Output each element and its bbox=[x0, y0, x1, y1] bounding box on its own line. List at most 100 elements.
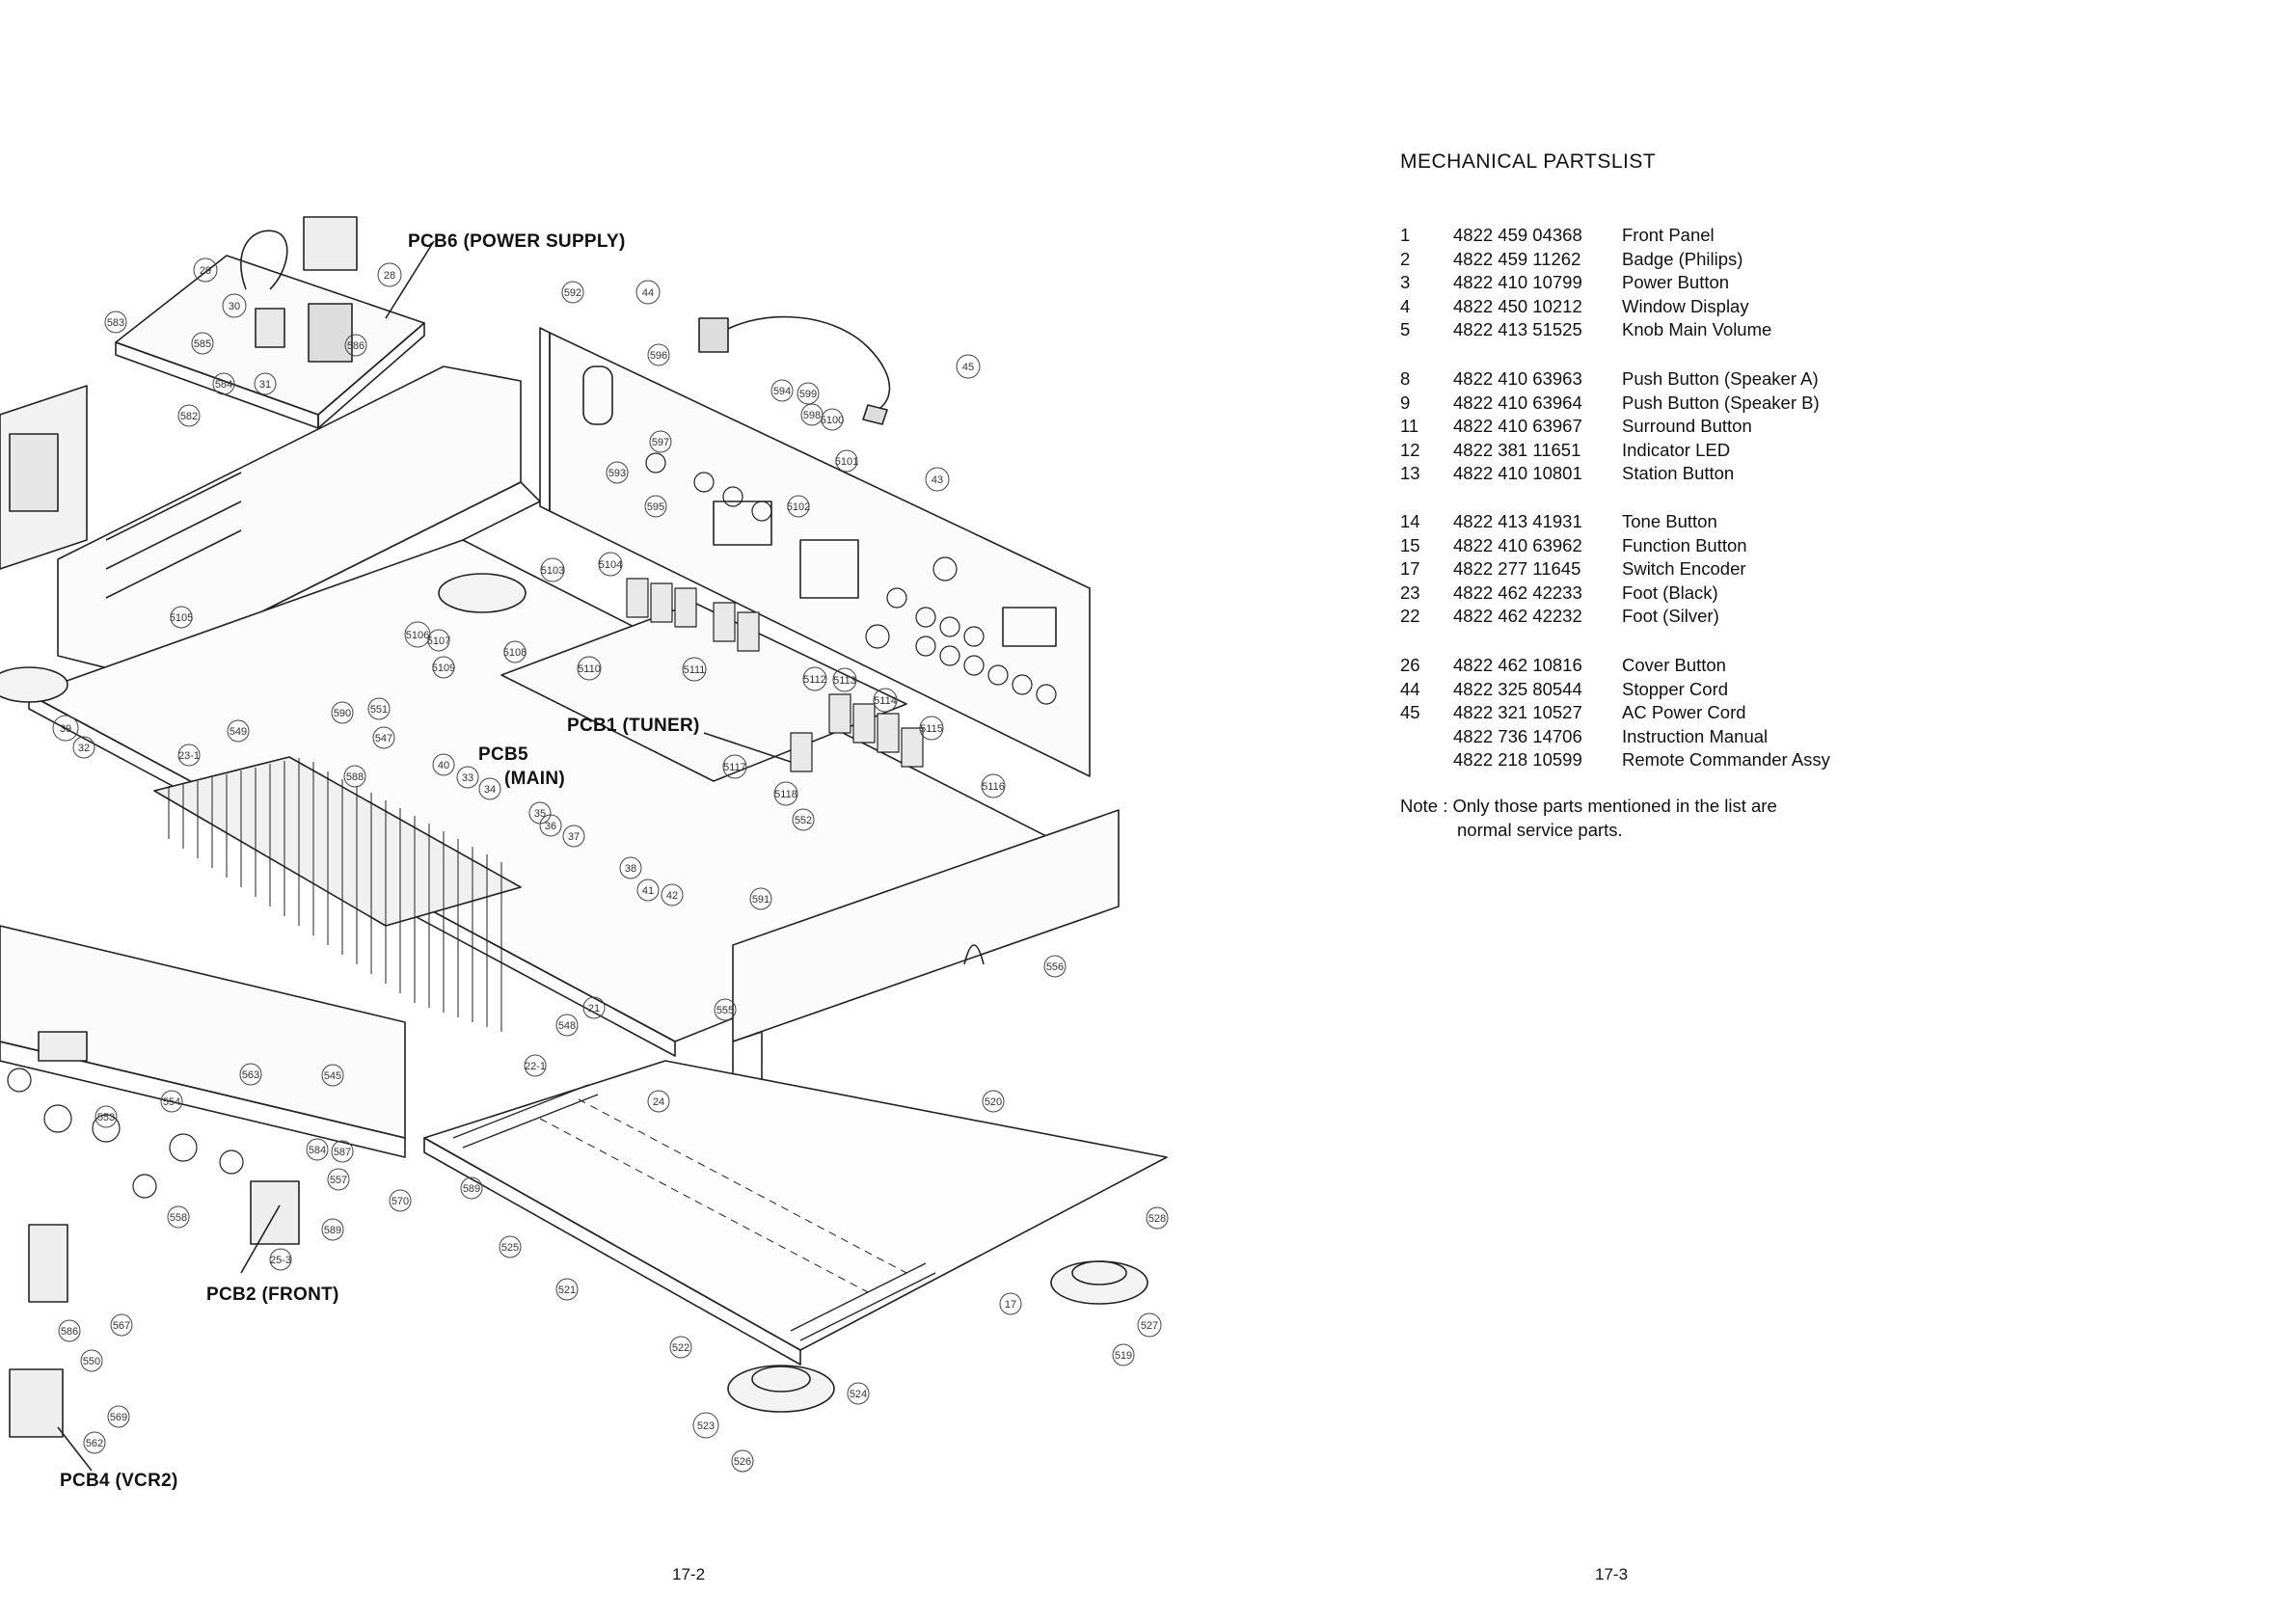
callout-number: 526 bbox=[734, 1456, 751, 1468]
label-pcb6-power-supply: PCB6 (POWER SUPPLY) bbox=[408, 231, 626, 252]
callout-number: 5107 bbox=[427, 636, 450, 647]
callout-number: 5112 bbox=[803, 674, 826, 686]
part-description: Switch Encoder bbox=[1622, 558, 1746, 580]
callout-number: 39 bbox=[60, 723, 71, 735]
callout-number: 44 bbox=[642, 287, 654, 299]
part-description: AC Power Cord bbox=[1622, 702, 1746, 723]
callout-number: 5110 bbox=[578, 663, 601, 675]
callout-number: 587 bbox=[334, 1147, 351, 1158]
exploded-view-drawing: 2928305835855865843158259244596455945985… bbox=[0, 216, 1169, 1473]
callout-number: 590 bbox=[334, 708, 351, 719]
part-description: Instruction Manual bbox=[1622, 725, 1769, 746]
part-description: Tone Button bbox=[1622, 511, 1717, 531]
callout-number: 552 bbox=[795, 815, 812, 826]
callout-number: 558 bbox=[170, 1212, 187, 1224]
part-code: 4822 450 10212 bbox=[1453, 295, 1582, 316]
callout-number: 586 bbox=[347, 340, 365, 352]
callout-number: 554 bbox=[163, 1096, 180, 1108]
callout-number: 40 bbox=[438, 760, 449, 771]
part-description: Foot (Black) bbox=[1622, 582, 1718, 603]
callout-number: 591 bbox=[752, 894, 770, 906]
callout-number: 584 bbox=[215, 379, 232, 391]
part-code: 4822 325 80544 bbox=[1453, 678, 1582, 699]
callout-number: 5101 bbox=[835, 456, 858, 468]
callout-number: 5111 bbox=[684, 664, 706, 676]
part-number: 45 bbox=[1400, 702, 1420, 723]
callout-number: 28 bbox=[384, 270, 395, 282]
callout-number: 555 bbox=[716, 1005, 734, 1016]
part-description: Remote Commander Assy bbox=[1622, 749, 1830, 771]
part-number: 12 bbox=[1400, 439, 1420, 460]
callout-number: 551 bbox=[370, 704, 388, 716]
callout-number: 5102 bbox=[787, 501, 810, 513]
part-description: Cover Button bbox=[1622, 655, 1726, 675]
callout-number: 5117 bbox=[723, 762, 746, 773]
callout-number: 33 bbox=[462, 772, 473, 784]
part-description: Function Button bbox=[1622, 534, 1747, 555]
callout-number: 5115 bbox=[920, 723, 943, 735]
part-number: 2 bbox=[1400, 248, 1411, 269]
callout-number: 5116 bbox=[982, 781, 1005, 793]
part-description: Push Button (Speaker A) bbox=[1622, 368, 1819, 389]
part-description: Indicator LED bbox=[1622, 439, 1731, 460]
part-code: 4822 459 11262 bbox=[1453, 248, 1581, 269]
callout-number: 556 bbox=[1046, 961, 1064, 973]
part-code: 4822 410 63962 bbox=[1453, 534, 1582, 555]
callout-number: 588 bbox=[346, 771, 364, 783]
part-code: 4822 410 63967 bbox=[1453, 416, 1582, 437]
part-code: 4822 410 10799 bbox=[1453, 272, 1582, 293]
part-number: 1 bbox=[1400, 225, 1411, 245]
callout-number: 5109 bbox=[432, 663, 455, 674]
part-code: 4822 410 10801 bbox=[1453, 463, 1582, 484]
callout-number: 45 bbox=[962, 362, 974, 373]
page-number-right: 17-3 bbox=[1595, 1565, 1629, 1583]
callout-number: 595 bbox=[647, 501, 664, 513]
callout-number: 520 bbox=[985, 1096, 1002, 1108]
callout-number: 523 bbox=[697, 1420, 715, 1432]
part-description: Push Button (Speaker B) bbox=[1622, 392, 1820, 413]
part-code: 4822 410 63964 bbox=[1453, 392, 1582, 413]
callout-number: 5104 bbox=[599, 559, 622, 571]
callout-number: 5103 bbox=[541, 565, 564, 577]
callout-number: 30 bbox=[229, 301, 240, 312]
callout-number: 38 bbox=[625, 863, 636, 875]
callout-number: 547 bbox=[375, 733, 392, 744]
part-code: 4822 277 11645 bbox=[1453, 558, 1581, 580]
callout-number: 522 bbox=[672, 1342, 689, 1354]
callout-number: 589 bbox=[324, 1225, 341, 1236]
callout-number: 5114 bbox=[874, 695, 897, 707]
label-pcb5: PCB5 bbox=[478, 744, 528, 765]
callout-number: 582 bbox=[180, 411, 198, 422]
callout-number: 41 bbox=[642, 885, 654, 897]
callout-number: 597 bbox=[652, 437, 669, 448]
callout-number: 563 bbox=[242, 1069, 259, 1081]
part-number: 9 bbox=[1400, 392, 1411, 413]
label-pcb5-main: (MAIN) bbox=[504, 769, 566, 789]
part-code: 4822 462 42233 bbox=[1453, 582, 1582, 603]
callout-number: 32 bbox=[78, 743, 90, 754]
callout-number: 519 bbox=[1115, 1350, 1132, 1362]
callout-number: 29 bbox=[200, 265, 211, 277]
callout-number: 43 bbox=[932, 474, 943, 486]
callout-number: 21 bbox=[588, 1003, 600, 1014]
callout-number: 5106 bbox=[406, 630, 429, 641]
callout-number: 592 bbox=[564, 287, 581, 299]
part-number: 13 bbox=[1400, 463, 1420, 484]
part-description: Stopper Cord bbox=[1622, 678, 1729, 699]
callout-number: 5108 bbox=[503, 647, 527, 659]
callout-number: 23-1 bbox=[178, 750, 200, 762]
callout-number: 5100 bbox=[821, 415, 844, 426]
